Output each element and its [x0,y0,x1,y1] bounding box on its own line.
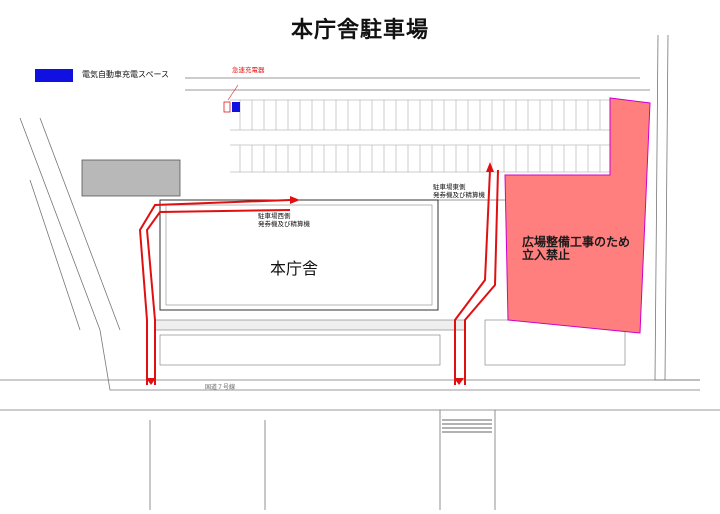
traffic-arrows [138,169,499,385]
map-title: 本庁舎駐車場 [290,18,429,43]
legend-swatch [35,69,73,82]
charger-label: 急速充電器 [232,66,265,74]
annex-building [81,159,181,197]
closed-zone-label: 広場整備工事のため 立入禁止 [522,235,631,262]
east-gate-label: 駐車場東側 発券機及び精算機 [433,183,485,199]
main-building-label: 本庁舎 [270,259,319,278]
main-building-outline [159,199,439,311]
street-label: 国道７号線 [205,384,236,391]
west-gate-label: 駐車場西側 発券機及び精算機 [258,212,310,228]
closed-zone [504,97,651,334]
legend-label: 電気自動車充電スペース [82,70,170,79]
